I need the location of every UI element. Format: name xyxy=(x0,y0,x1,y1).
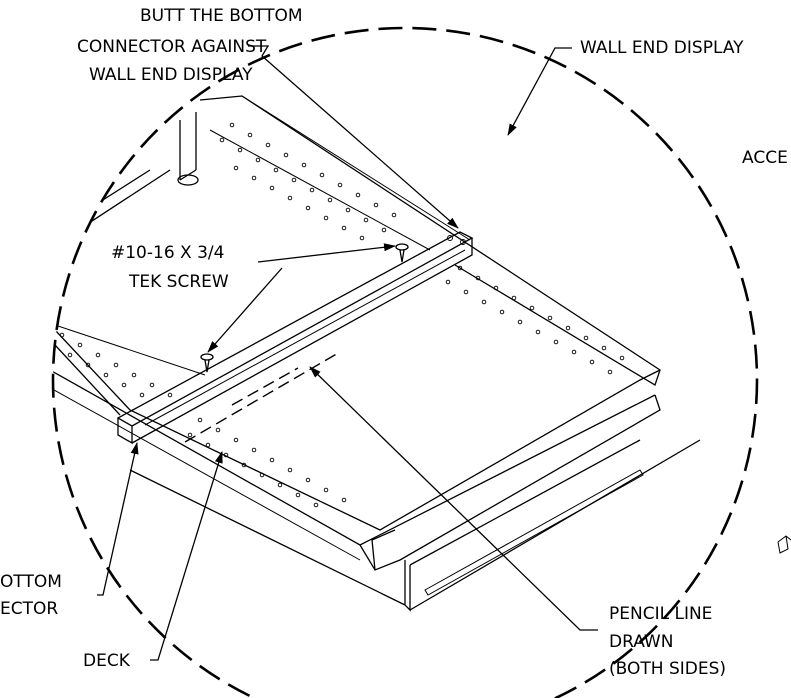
detail-circle xyxy=(51,26,759,698)
partial-part-icon xyxy=(777,535,791,554)
label-acce-partial: ACCE xyxy=(742,148,788,168)
label-butt-line3: WALL END DISPLAY xyxy=(89,65,253,85)
label-ector-partial: ECTOR xyxy=(0,599,58,619)
callout-labels: BUTT THE BOTTOM CONNECTOR AGAINST WALL E… xyxy=(0,6,788,679)
shelf-drawing xyxy=(53,95,701,612)
deck-holes-lower xyxy=(59,332,347,508)
label-butt-line1: BUTT THE BOTTOM xyxy=(140,6,303,26)
screw-right xyxy=(395,243,409,263)
label-pencil-line1: PENCIL LINE xyxy=(609,604,712,624)
leader-lines xyxy=(97,45,598,661)
label-pencil-line3: (BOTH SIDES) xyxy=(609,659,726,679)
label-deck: DECK xyxy=(83,651,131,671)
deck-holes-upper xyxy=(219,122,625,375)
label-pencil-line2: DRAWN xyxy=(609,632,673,652)
screw-left xyxy=(200,353,214,373)
label-bottom-partial: OTTOM xyxy=(0,572,62,592)
label-wall-end-display: WALL END DISPLAY xyxy=(580,38,744,58)
label-screw-line1: #10-16 X 3/4 xyxy=(111,243,224,263)
label-butt-line2: CONNECTOR AGAINST xyxy=(77,37,267,57)
label-screw-line2: TEK SCREW xyxy=(128,272,229,292)
